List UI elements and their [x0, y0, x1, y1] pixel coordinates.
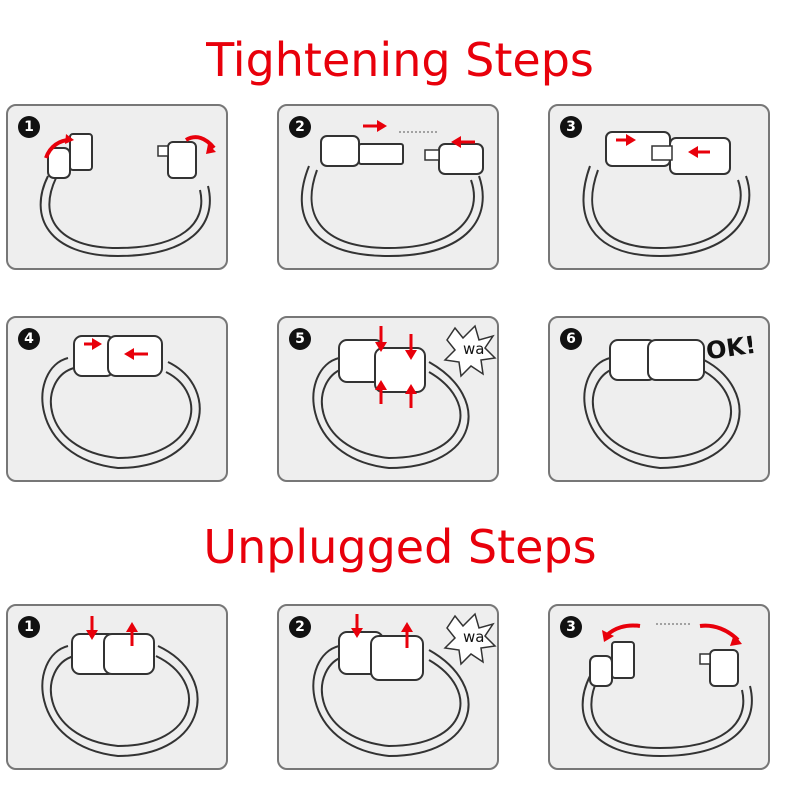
step-1-open-bracelet-illustration	[39, 133, 216, 258]
unplug-step-1-illustration	[41, 616, 199, 758]
step-number-badge: 1	[18, 116, 40, 138]
step-4-push-together-illustration	[41, 335, 201, 470]
unplugged-step-3-panel: 3	[548, 604, 770, 770]
unplugged-steps-title: Unplugged Steps	[203, 520, 597, 574]
sound-effect-text: wa	[463, 340, 485, 358]
step-number-badge: 3	[560, 116, 582, 138]
step-number-badge: 3	[560, 616, 582, 638]
unplugged-step-1-panel: 1	[6, 604, 228, 770]
step-number-badge: 6	[560, 328, 582, 350]
unplugged-step-2-panel: 2 wa	[277, 604, 499, 770]
step-number-badge: 5	[289, 328, 311, 350]
tightening-step-5-panel: 5 wa	[277, 316, 499, 482]
step-number-badge: 2	[289, 616, 311, 638]
unplug-step-3-illustration	[581, 623, 753, 758]
tightening-steps-title: Tightening Steps	[206, 33, 594, 87]
sound-effect-text: wa	[463, 628, 485, 646]
step-6-closed-bracelet-illustration	[583, 339, 741, 470]
step-number-badge: 4	[18, 328, 40, 350]
tightening-step-2-panel: 2	[277, 104, 499, 270]
tightening-step-1-panel: 1	[6, 104, 228, 270]
tightening-step-4-panel: 4	[6, 316, 228, 482]
step-2-align-plugs-illustration	[300, 120, 484, 258]
step-number-badge: 2	[289, 116, 311, 138]
step-5-squeeze-illustration	[312, 324, 497, 470]
step-3-insert-plug-illustration	[582, 131, 751, 258]
unplug-step-2-illustration	[312, 612, 497, 758]
tightening-step-3-panel: 3	[548, 104, 770, 270]
step-number-badge: 1	[18, 616, 40, 638]
tightening-step-6-panel: 6 OK!	[548, 316, 770, 482]
